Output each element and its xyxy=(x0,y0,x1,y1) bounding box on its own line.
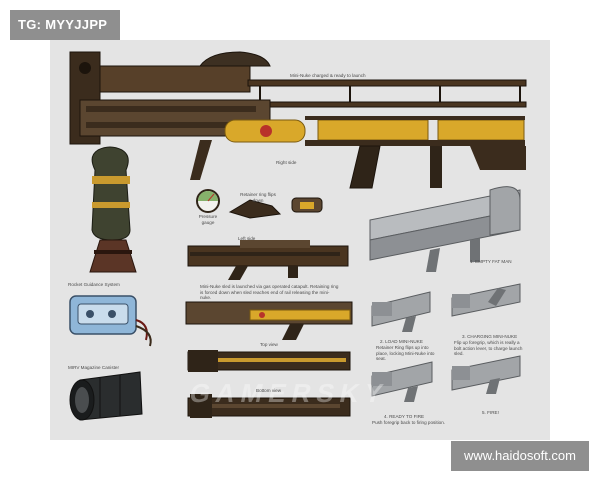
step-ready-illustration xyxy=(371,361,433,402)
weapon-illustration xyxy=(69,51,527,421)
mirv-magazine-canister-illustration xyxy=(69,371,143,421)
main-launcher-right-side xyxy=(69,51,527,189)
caption-load-mininuke-desc: Retainer Ring flips up into place, locki… xyxy=(376,345,435,361)
caption-mirv-canister: MIRV Magazine Canister xyxy=(68,365,119,370)
step-charging-illustration xyxy=(451,283,521,317)
step-fire-illustration xyxy=(451,355,521,394)
caption-mininuke-sled: Mini-Nuke sled is launched via gas opera… xyxy=(200,284,339,300)
launcher-bottom-view xyxy=(187,394,351,418)
caption-ready-desc: Push foregrip back to firing position. xyxy=(372,420,446,425)
caption-left-side: Left side xyxy=(238,236,256,241)
caption-bottom-view: Bottom view xyxy=(256,388,282,393)
rocket-guidance-system-illustration xyxy=(69,295,152,347)
center-watermark: GAMERSKY xyxy=(186,378,392,408)
caption-fire: 5. FIRE! xyxy=(482,410,499,415)
caption-retainer-ring: Retainer ring flips down xyxy=(240,192,276,203)
launcher-left-side xyxy=(187,240,349,280)
caption-pressure-gauge: Pressure gauge xyxy=(198,214,218,225)
step-load-illustration xyxy=(371,291,431,332)
empty-fat-man-illustration xyxy=(369,186,521,272)
caption-ready-to-fire: 4. READY TO FIRE xyxy=(384,414,425,419)
caption-load-mininuke: 2. LOAD MINI-NUKE xyxy=(380,339,423,344)
pressure-gauge-illustration xyxy=(196,189,220,213)
retainer-ring-illustration xyxy=(228,197,323,219)
top-left-tag: TG: MYYJJPP xyxy=(10,10,120,40)
concept-art-sheet: GAMERSKY Mini-Nuke charged & ready to la… xyxy=(50,40,550,440)
caption-top-view: Top view xyxy=(260,342,278,347)
bottom-right-watermark: www.haidosoft.com xyxy=(451,441,589,471)
caption-rocket-guidance: Rocket Guidance System xyxy=(68,282,120,287)
caption-empty-fat-man: 1. EMPTY FAT MAN xyxy=(470,259,512,264)
launcher-top-view xyxy=(187,350,351,372)
launcher-cutaway xyxy=(185,301,353,340)
caption-mininuke-charged: Mini-Nuke charged & ready to launch xyxy=(290,73,366,78)
caption-charging-desc: Flip up foregrip, which is really a bolt… xyxy=(454,340,523,356)
mini-nuke-illustration xyxy=(89,146,137,273)
caption-charging-mininuke: 3. CHARGING MINI-NUKE xyxy=(462,334,518,339)
caption-right-side: Right side xyxy=(276,160,297,165)
